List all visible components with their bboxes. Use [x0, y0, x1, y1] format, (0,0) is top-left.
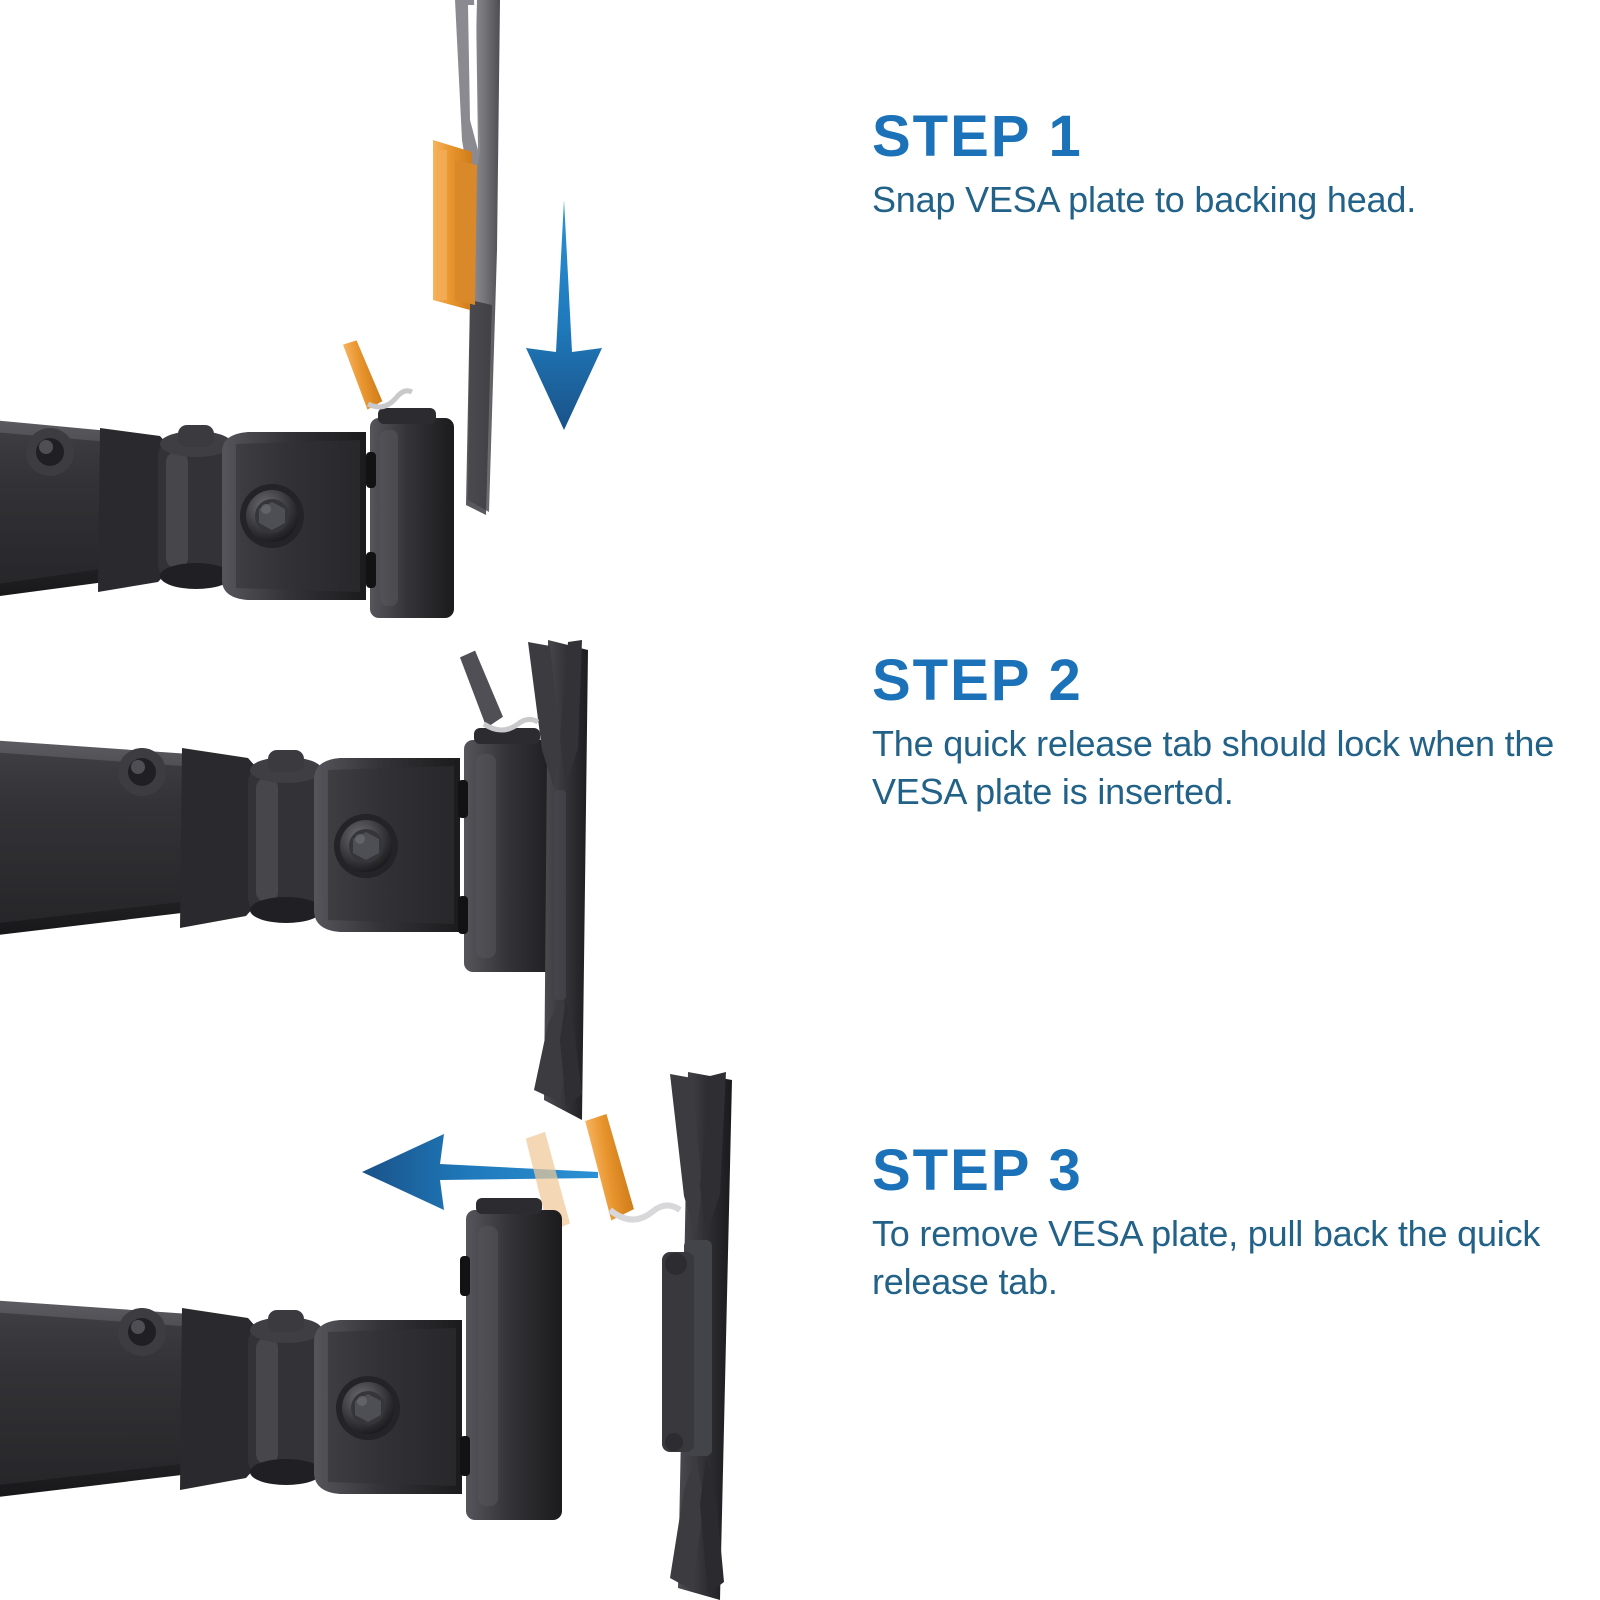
tension-bolt: [334, 814, 398, 878]
step-1-title: STEP 1: [872, 104, 1083, 169]
tension-bolt: [240, 484, 304, 548]
step-3-body: To remove VESA plate, pull back the quic…: [872, 1213, 1541, 1302]
quick-release-tab: [343, 340, 414, 410]
step-3-text-block: STEP 3 To remove VESA plate, pull back t…: [872, 1142, 1572, 1305]
vesa-plate: [528, 640, 588, 1120]
pivot-plate: [222, 432, 366, 600]
vesa-plate-detached: [662, 1072, 732, 1600]
release-wire: [366, 388, 414, 410]
arm-segment: [0, 1300, 226, 1497]
step-2-illustration: [0, 620, 750, 1140]
backing-head-block: [366, 408, 454, 618]
step-3-title: STEP 3: [872, 1138, 1083, 1203]
tilt-barrel: [248, 750, 322, 923]
arm-segment: [0, 740, 226, 935]
release-wire: [608, 1202, 682, 1223]
step-1-text-block: STEP 1 Snap VESA plate to backing head.: [872, 108, 1572, 224]
quick-release-tab-upper: [433, 140, 477, 310]
release-wire: [482, 716, 540, 733]
left-arrow: [362, 1134, 598, 1210]
backing-head-block: [460, 1198, 562, 1520]
tilt-barrel: [248, 1310, 322, 1485]
step-1-body: Snap VESA plate to backing head.: [872, 179, 1417, 220]
quick-release-tab-ghost: [525, 1131, 570, 1233]
down-arrow: [526, 200, 602, 430]
quick-release-tab: [459, 650, 540, 733]
step-1-illustration: [0, 0, 660, 660]
tension-bolt: [336, 1376, 400, 1440]
step-2-text-block: STEP 2 The quick release tab should lock…: [872, 652, 1572, 815]
pivot-plate: [314, 758, 460, 932]
quick-release-tab: [585, 1113, 682, 1223]
pivot-plate: [314, 1320, 462, 1494]
vesa-plate: [455, 0, 500, 515]
tilt-barrel: [158, 425, 232, 589]
step-2-title: STEP 2: [872, 648, 1083, 713]
backing-head-block: [458, 728, 560, 972]
step-2-body: The quick release tab should lock when t…: [872, 723, 1555, 812]
step-3-illustration: [0, 1060, 820, 1600]
